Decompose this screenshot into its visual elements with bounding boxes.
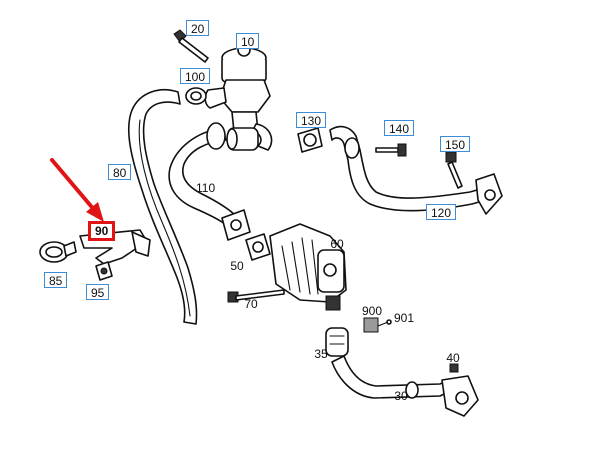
callout-10[interactable]: 10	[236, 33, 260, 49]
callout-150[interactable]: 150	[440, 136, 471, 152]
pipe-110	[168, 122, 237, 227]
callout-140[interactable]: 140	[384, 120, 415, 136]
callout-95[interactable]: 95	[86, 284, 110, 300]
callout-80[interactable]: 80	[108, 164, 132, 180]
seal-35	[325, 327, 349, 357]
callout-50[interactable]: 50	[230, 259, 244, 273]
callout-900[interactable]: 900	[362, 304, 383, 318]
gasket-50	[245, 233, 271, 261]
callout-130[interactable]: 130	[296, 112, 327, 128]
bolt-40	[449, 363, 459, 373]
callout-40[interactable]: 40	[446, 351, 460, 365]
callout-90-highlighted[interactable]: 90	[88, 221, 116, 241]
callout-110[interactable]: 110	[196, 181, 216, 195]
pipe-120	[329, 125, 503, 215]
bolt-20	[173, 29, 209, 63]
pipe-30	[331, 355, 479, 417]
callout-60[interactable]: 60	[330, 237, 344, 251]
sensor-900	[363, 317, 392, 333]
gasket-130	[297, 127, 323, 153]
callout-70[interactable]: 70	[244, 297, 258, 311]
callout-100[interactable]: 100	[180, 68, 211, 84]
callout-85[interactable]: 85	[44, 272, 68, 288]
callout-120[interactable]: 120	[426, 204, 457, 220]
callout-35[interactable]: 35	[314, 347, 328, 361]
bolt-140	[375, 143, 407, 157]
hose-80	[127, 88, 198, 325]
callout-901[interactable]: 901	[394, 311, 415, 325]
bolt-70	[227, 289, 285, 303]
pipe-joint	[226, 127, 259, 151]
red-pointer-arrow	[50, 158, 104, 222]
clamp-100	[185, 87, 207, 105]
bolt-150	[445, 151, 463, 189]
cooler-60	[269, 223, 347, 311]
bolt-95	[95, 261, 113, 281]
callout-30[interactable]: 30	[394, 389, 408, 403]
callout-20[interactable]: 20	[186, 20, 210, 36]
clamp-85	[39, 241, 77, 263]
flange-gasket	[221, 209, 251, 241]
